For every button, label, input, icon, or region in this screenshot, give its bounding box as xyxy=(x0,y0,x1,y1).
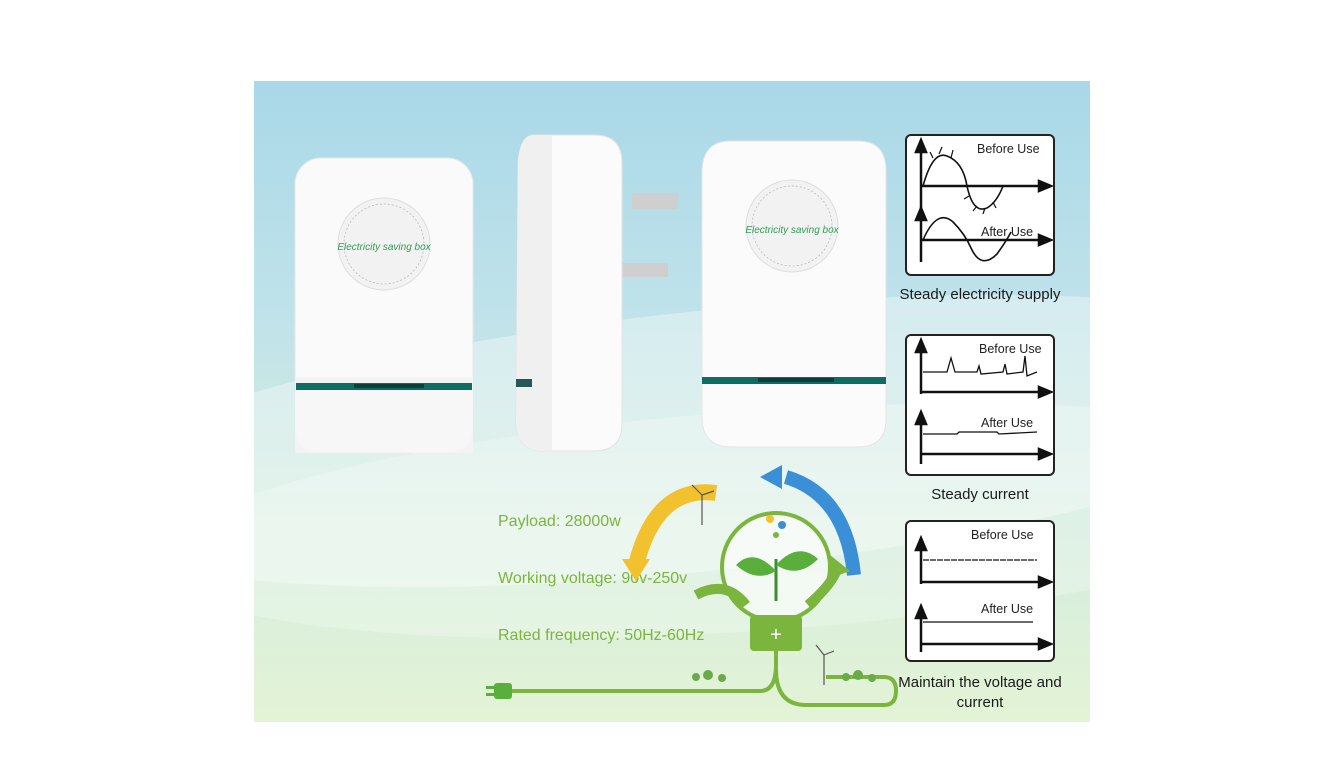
device-seal-text: Electricity saving box xyxy=(745,225,839,236)
recycle-arrow-yellow-icon xyxy=(628,484,718,568)
wind-turbine-icon xyxy=(691,484,835,685)
svg-text:+: + xyxy=(770,624,782,646)
spec-payload: Payload: 28000w xyxy=(498,513,621,530)
recycle-arrow-blue-icon xyxy=(783,470,861,576)
device-front-view: Electricity saving box xyxy=(294,157,474,453)
lightbulb-illustration: + xyxy=(486,455,906,721)
panel-after-label: After Use xyxy=(981,416,1034,430)
panel-caption-voltage: Maintain the voltage and current xyxy=(898,674,1062,711)
spec-rated-frequency: Rated frequency: 50Hz-60Hz xyxy=(498,627,705,644)
comparison-panel-voltage: Before Use After Use xyxy=(905,520,1055,662)
panel-caption-supply: Steady electricity supply xyxy=(899,286,1061,303)
device-angled-view: Electricity saving box xyxy=(698,139,888,449)
comparison-panel-supply: Before Use After Use xyxy=(905,134,1055,276)
comparison-panel-current: Before Use After Use xyxy=(905,334,1055,476)
panel-caption-current: Steady current xyxy=(931,486,1029,503)
panel-after-label: After Use xyxy=(981,225,1034,239)
panel-before-label: Before Use xyxy=(979,342,1042,356)
panel-after-label: After Use xyxy=(981,602,1034,616)
plug-icon xyxy=(486,683,512,699)
product-banner: Electricity saving box Electricity savin… xyxy=(254,81,1090,722)
device-seal-text: Electricity saving box xyxy=(337,242,431,253)
device-side-view xyxy=(512,133,682,453)
panel-before-label: Before Use xyxy=(971,528,1034,542)
panel-before-label: Before Use xyxy=(977,142,1040,156)
